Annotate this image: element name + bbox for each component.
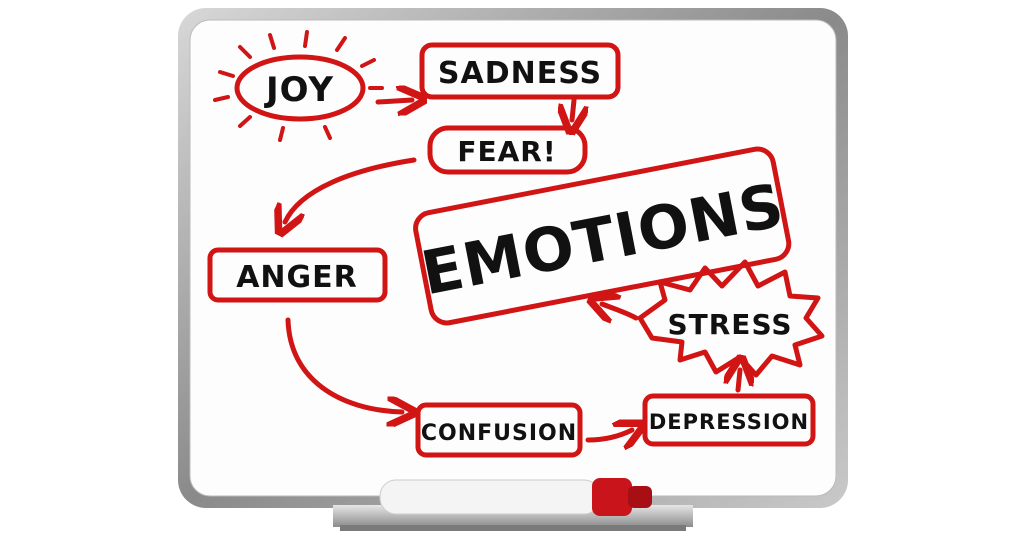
sadness-label: SADNESS: [438, 56, 602, 91]
fear-label: FEAR!: [457, 135, 556, 168]
arrow-anger-to-confusion: [285, 317, 402, 412]
depression-label: DEPRESSION: [649, 410, 809, 434]
fear-node: FEAR!: [427, 125, 588, 175]
arrow-confusion-to-depression: [585, 430, 632, 440]
sun-rays-icon: [213, 30, 384, 142]
arrow-stress-to-emotions: [602, 304, 639, 318]
anger-node: ANGER: [207, 247, 388, 303]
confusion-label: CONFUSION: [421, 421, 577, 446]
stress-label: STRESS: [667, 308, 792, 341]
arrow-depression-to-stress: [738, 370, 740, 393]
red-marker[interactable]: [379, 478, 652, 516]
joy-node: JOY: [213, 30, 384, 142]
arrow-fear-to-anger: [285, 157, 417, 222]
arrow-joy-to-sadness: [375, 100, 412, 102]
confusion-node: CONFUSION: [415, 402, 583, 458]
stress-node: STRESS: [637, 259, 825, 378]
arrow-sadness-to-fear: [572, 97, 574, 120]
joy-label: JOY: [264, 70, 334, 110]
anger-label: ANGER: [236, 260, 358, 295]
whiteboard-frame: [178, 8, 848, 508]
sadness-node: SADNESS: [419, 42, 621, 100]
